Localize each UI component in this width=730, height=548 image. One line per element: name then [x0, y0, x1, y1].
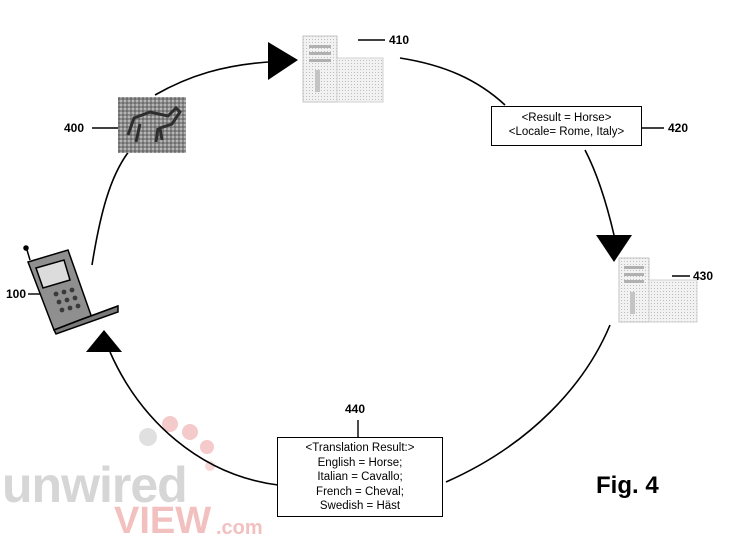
server-430-icon	[619, 258, 697, 322]
arc-server-to-translation	[446, 325, 610, 482]
translation-swedish: Swedish = Häst	[282, 499, 438, 514]
horse-image	[118, 97, 186, 153]
label-420: 420	[668, 121, 688, 135]
result-box: <Result = Horse> <Locale= Rome, Italy>	[491, 106, 642, 146]
translation-italian: Italian = Cavallo;	[282, 470, 438, 485]
arc-phone-to-image	[92, 150, 130, 265]
label-400: 400	[64, 121, 84, 135]
translation-result-box: <Translation Result:> English = Horse; I…	[277, 437, 443, 517]
watermark-suffix: .com	[216, 516, 263, 540]
label-410: 410	[389, 33, 409, 47]
mobile-phone-icon	[24, 246, 118, 334]
arc-image-to-server	[155, 62, 268, 95]
locale-line: <Locale= Rome, Italy>	[496, 125, 637, 139]
arc-server-to-result	[400, 58, 505, 105]
result-line: <Result = Horse>	[496, 111, 637, 125]
translation-french: French = Cheval;	[282, 485, 438, 500]
arc-result-to-server	[585, 150, 614, 235]
watermark-word-view: view	[114, 500, 211, 542]
translation-english: English = Horse;	[282, 456, 438, 471]
translation-header: <Translation Result:>	[282, 441, 438, 456]
label-440: 440	[345, 402, 365, 416]
arrowhead-to-phone	[86, 330, 122, 352]
figure-label: Fig. 4	[596, 472, 659, 500]
server-410-icon	[303, 36, 383, 102]
label-430: 430	[693, 269, 713, 283]
arrowhead-to-server-410	[268, 42, 298, 80]
label-100: 100	[6, 287, 26, 301]
